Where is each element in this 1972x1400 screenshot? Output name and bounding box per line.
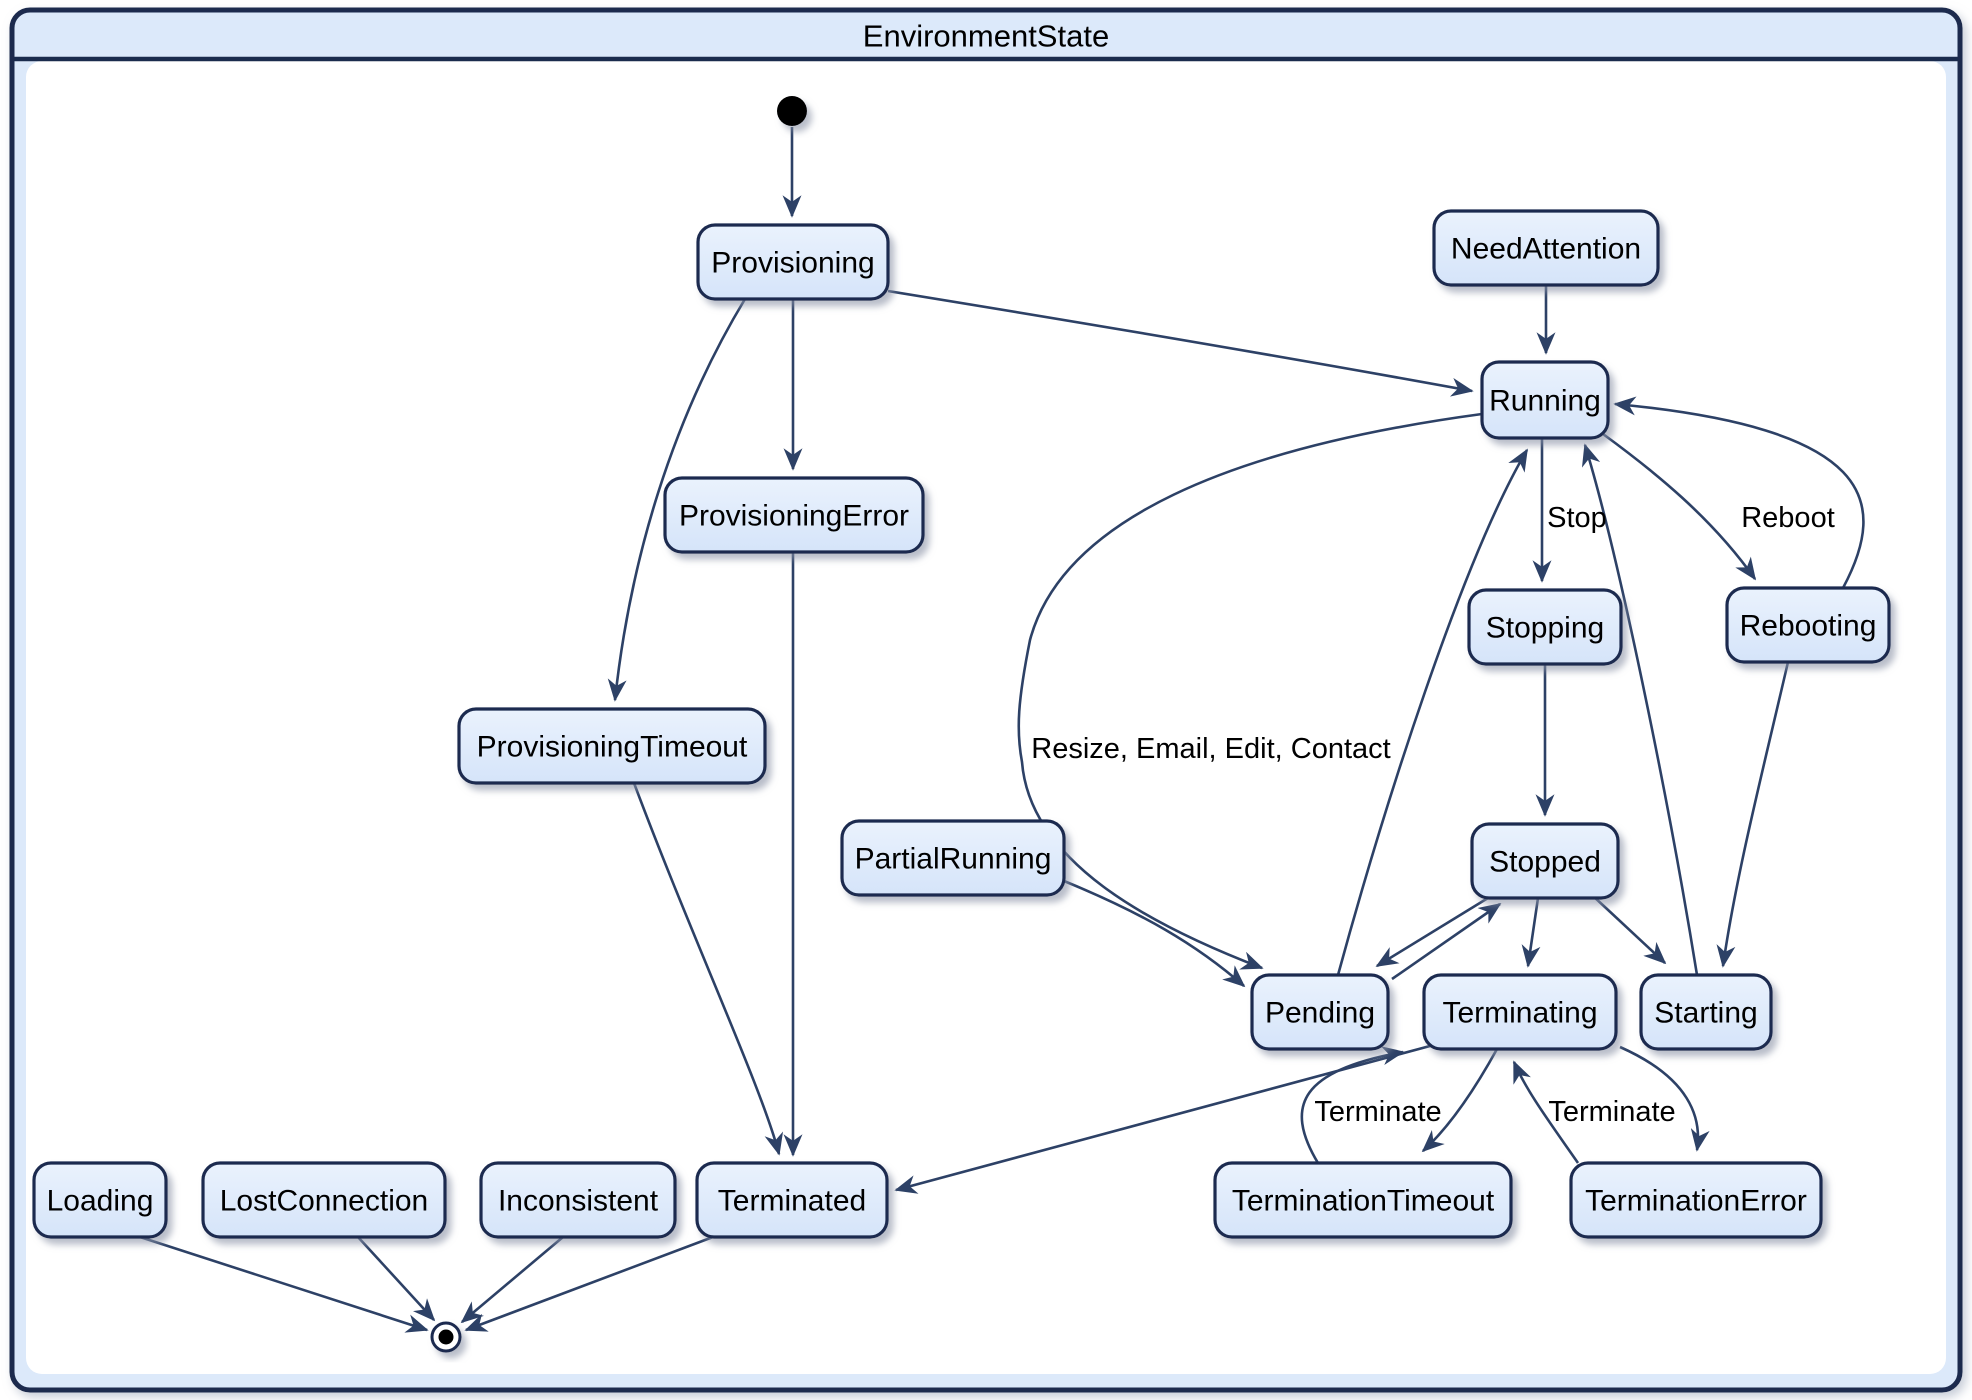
final-state-dot: [430, 1321, 462, 1353]
edge-terminating-to-terminationtimeout: [1421, 1048, 1499, 1153]
edge-terminating-to-terminationerror: [1619, 1045, 1710, 1152]
edge-terminated-to-final: [464, 1235, 714, 1332]
state-label: TerminationTimeout: [1232, 1185, 1495, 1218]
edge-rebooting-to-running: [1613, 396, 1865, 589]
state-label: ProvisioningTimeout: [477, 731, 748, 764]
state-label: ProvisioningError: [679, 500, 909, 533]
edge-lostconnection-to-final: [357, 1236, 436, 1322]
state-label: Running: [1489, 385, 1601, 418]
initial-state-dot: [777, 96, 807, 126]
state-label: NeedAttention: [1451, 233, 1641, 266]
state-label: Pending: [1265, 997, 1375, 1030]
state-label: Terminating: [1442, 997, 1597, 1030]
state-terminationerror: TerminationError: [1569, 1161, 1823, 1239]
transitions: [139, 127, 1865, 1333]
state-needattention: NeedAttention: [1432, 209, 1660, 287]
state-pending: Pending: [1250, 973, 1390, 1051]
edge-inconsistent-to-final: [460, 1236, 564, 1324]
state-inconsistent: Inconsistent: [479, 1161, 677, 1239]
state-label: Stopped: [1489, 846, 1601, 879]
state-starting: Starting: [1639, 973, 1773, 1051]
edge-terminationtimeout-to-terminating: [1300, 1046, 1405, 1164]
state-label: Starting: [1654, 997, 1757, 1030]
edge-rebooting-to-starting: [1716, 661, 1790, 968]
edge-label-resize-email-edit-contact: Resize, Email, Edit, Contact: [1031, 733, 1390, 765]
state-provisioningtimeout: ProvisioningTimeout: [457, 707, 767, 785]
edge-terminationerror-to-terminating: [1512, 1060, 1580, 1164]
edge-running-to-pending: [1017, 412, 1483, 970]
edge-starting-to-running: [1581, 443, 1699, 976]
edge-label-terminate-left: Terminate: [1314, 1096, 1441, 1128]
state-label: Terminated: [718, 1185, 866, 1218]
state-lostconnection: LostConnection: [201, 1161, 447, 1239]
state-stopped: Stopped: [1470, 822, 1620, 900]
diagram-title: EnvironmentState: [863, 19, 1109, 54]
edge-loading-to-final: [139, 1235, 429, 1333]
state-label: PartialRunning: [855, 843, 1052, 876]
state-label: Rebooting: [1740, 610, 1877, 643]
state-label: LostConnection: [220, 1185, 428, 1218]
state-partialrunning: PartialRunning: [840, 819, 1066, 897]
state-terminating: Terminating: [1422, 973, 1618, 1051]
edge-label-terminate-right: Terminate: [1548, 1096, 1675, 1128]
edge-label-stop: Stop: [1547, 502, 1607, 534]
state-label: Provisioning: [711, 247, 874, 280]
edge-provisioningtimeout-to-terminated: [632, 782, 784, 1156]
state-rebooting: Rebooting: [1725, 586, 1891, 664]
state-terminated: Terminated: [695, 1161, 889, 1239]
state-stopping: Stopping: [1467, 588, 1623, 666]
edge-label-reboot: Reboot: [1741, 502, 1835, 534]
edge-stopped-to-starting: [1591, 894, 1667, 965]
edge-pending-to-running: [1336, 448, 1529, 976]
state-provisioning: Provisioning: [696, 223, 890, 301]
edge-pending-to-stopped: [1391, 902, 1502, 981]
edge-partialrunning-to-pending: [1063, 879, 1246, 988]
state-terminationtimeout: TerminationTimeout: [1213, 1161, 1513, 1239]
edge-stopped-to-pending: [1375, 896, 1489, 968]
state-label: Loading: [47, 1185, 154, 1218]
state-label: TerminationError: [1585, 1185, 1807, 1218]
state-running: Running: [1480, 360, 1610, 440]
edge-running-to-rebooting: [1602, 432, 1757, 581]
state-label: Inconsistent: [498, 1185, 659, 1218]
edge-provisioning-to-running: [887, 289, 1474, 397]
edge-stopped-to-terminating: [1521, 897, 1541, 968]
state-provisioningerror: ProvisioningError: [663, 476, 925, 554]
state-label: Stopping: [1486, 612, 1604, 645]
transition-labels: Stop Reboot Resize, Email, Edit, Contact…: [1031, 502, 1834, 1128]
edge-provisioning-to-provisioningtimeout: [607, 298, 747, 702]
state-loading: Loading: [32, 1161, 168, 1239]
